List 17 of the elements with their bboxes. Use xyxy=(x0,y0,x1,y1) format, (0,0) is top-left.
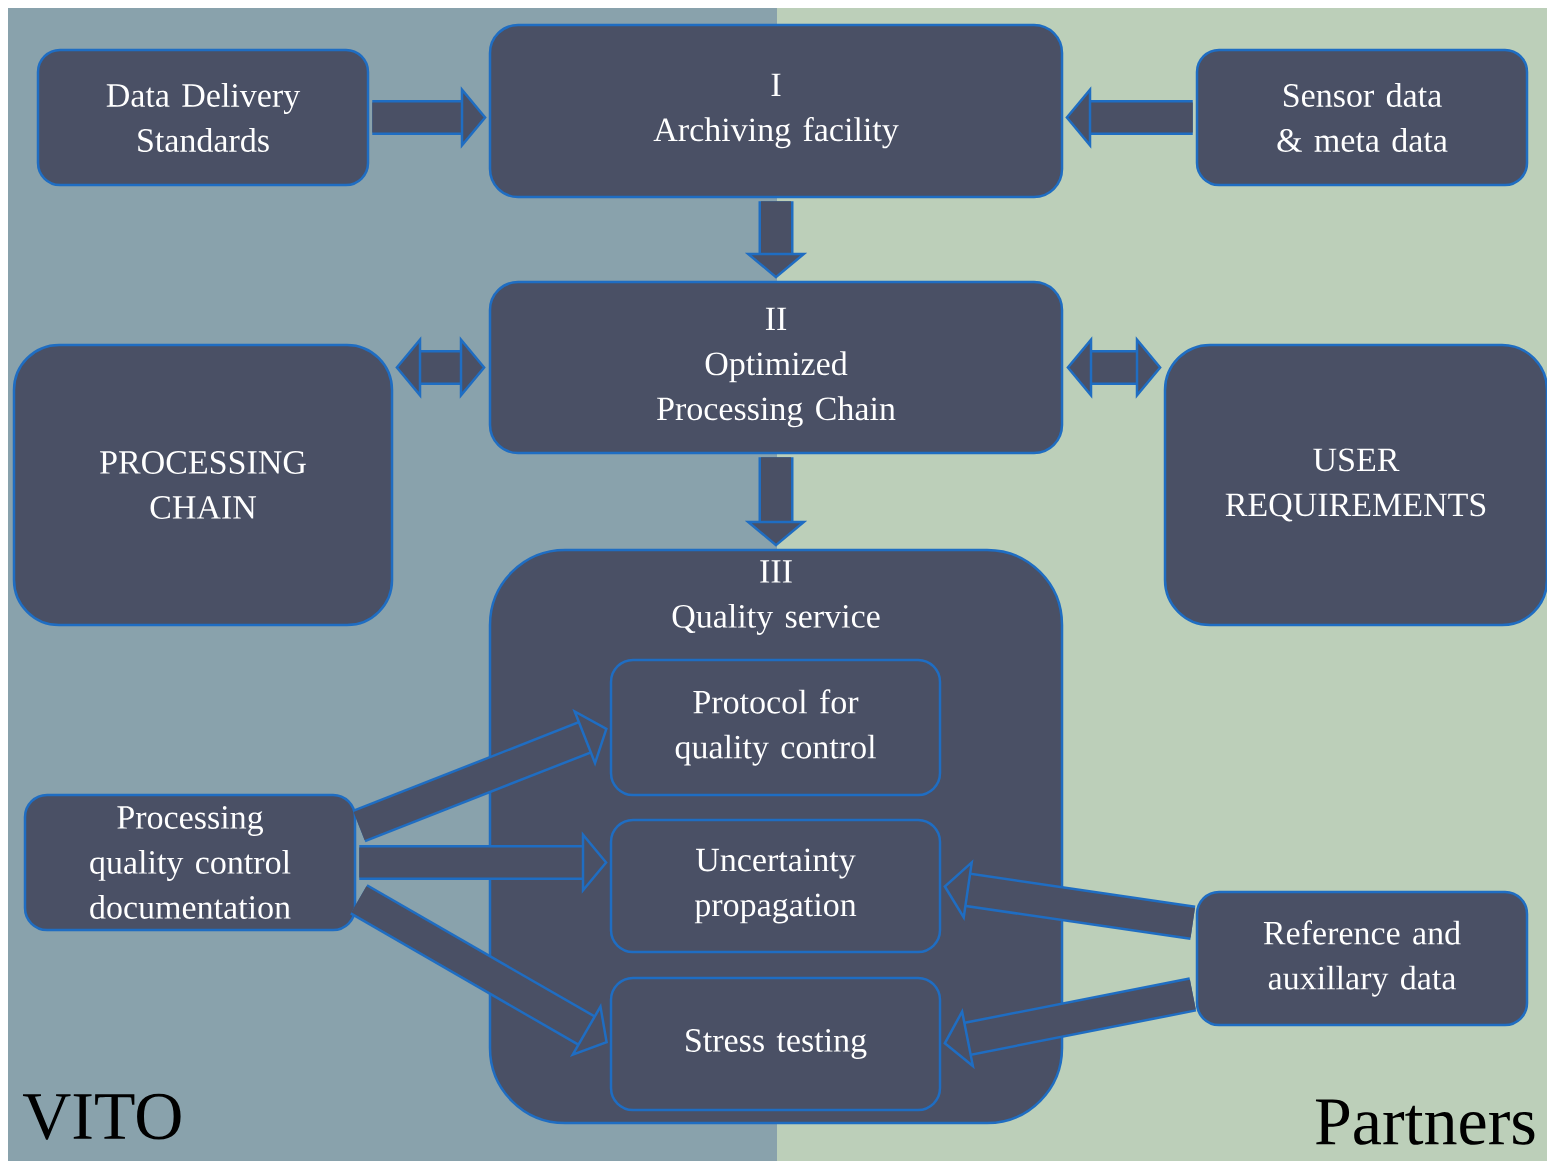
block-arrow xyxy=(943,977,1197,1070)
process-box: I Archiving facility xyxy=(488,23,1064,199)
process-box: Uncertainty propagation xyxy=(609,818,942,954)
process-box: Protocol for quality control xyxy=(609,658,942,797)
process-box: Data Delivery Standards xyxy=(36,48,370,187)
process-box: PROCESSING CHAIN xyxy=(12,343,394,627)
process-box: Stress testing xyxy=(609,976,942,1112)
block-arrow xyxy=(1066,336,1162,399)
process-box: Processing quality control documentation xyxy=(23,793,357,932)
process-box: Sensor data & meta data xyxy=(1195,48,1529,187)
block-arrow xyxy=(352,708,608,843)
process-box: USER REQUIREMENTS xyxy=(1163,343,1547,627)
region-label: VITO xyxy=(23,1093,181,1140)
process-box: Reference and auxillary data xyxy=(1195,890,1529,1027)
process-box: II Optimized Processing Chain xyxy=(488,280,1064,455)
block-arrow xyxy=(395,336,486,399)
region-label: Partners xyxy=(1315,1099,1535,1145)
